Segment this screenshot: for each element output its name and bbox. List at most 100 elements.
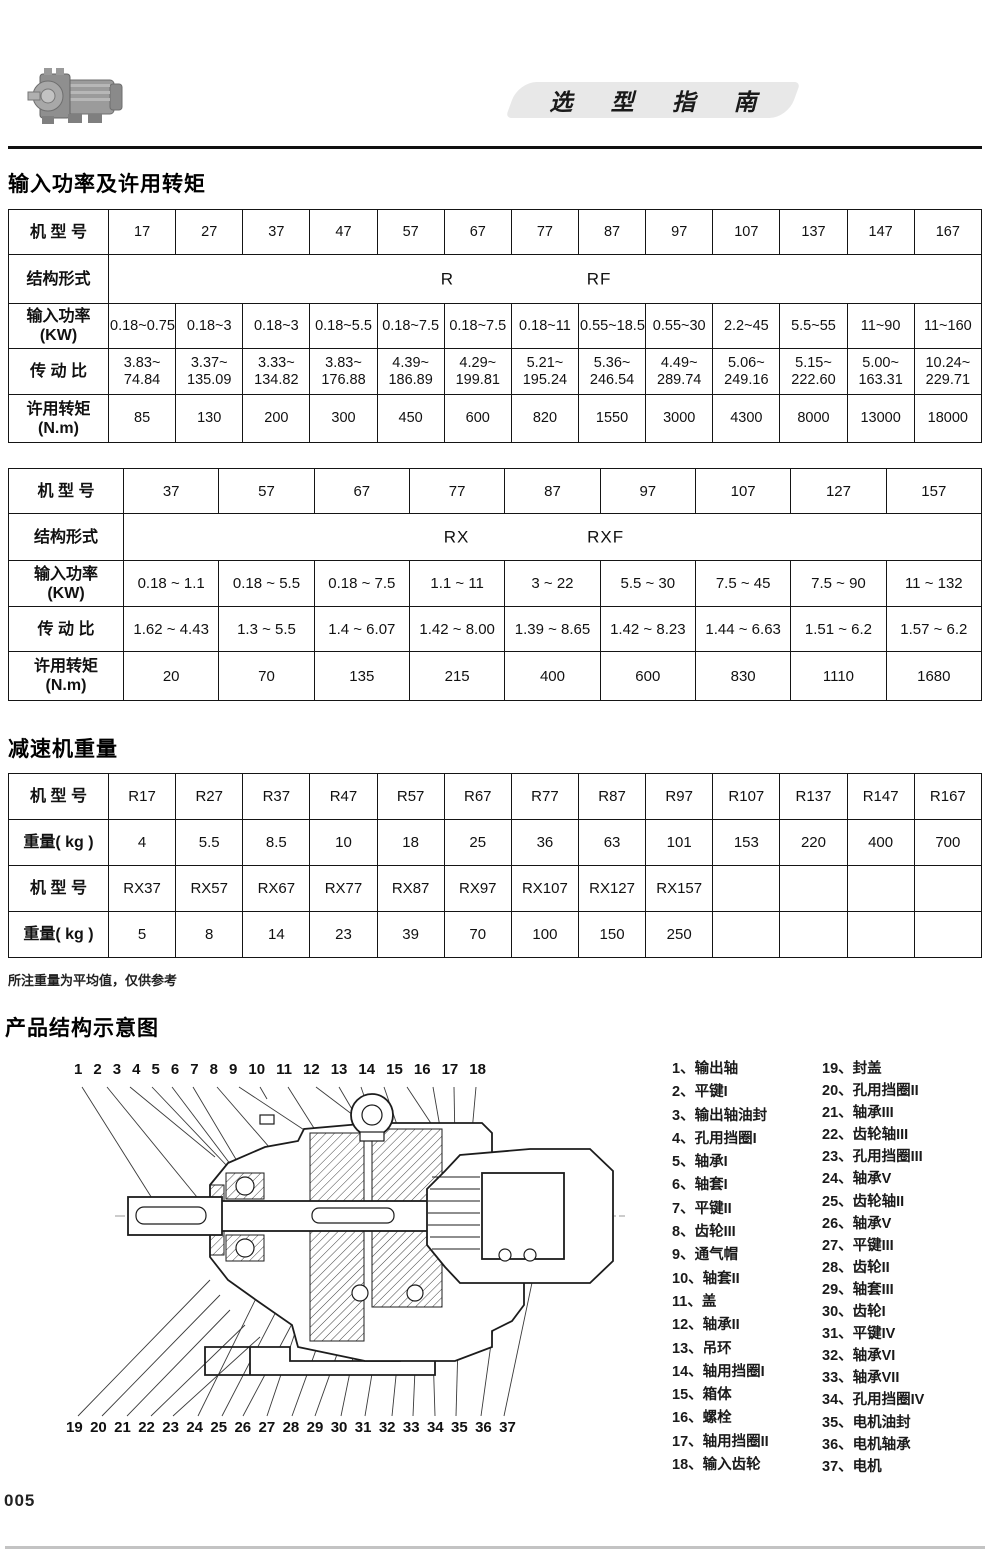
- table-cell: 101: [645, 819, 714, 866]
- table-cell: 200: [242, 394, 311, 443]
- table-cell: 37: [122, 468, 220, 514]
- table-cell: R37: [242, 773, 311, 820]
- table-cell: 11 ~ 132: [885, 560, 983, 607]
- table-cell: 4.29~ 199.81: [443, 348, 512, 395]
- table-cell: 18: [376, 819, 445, 866]
- part-number-label: 14: [358, 1061, 376, 1078]
- table-cell: 4300: [712, 394, 781, 443]
- section-banner: 选 型 指 南: [505, 82, 801, 118]
- part-number-label: 6: [170, 1061, 180, 1078]
- row-label: 机 型 号: [8, 773, 109, 820]
- parts-list-item: 35、电机油封: [822, 1414, 911, 1431]
- table-cell: 157: [885, 468, 983, 514]
- part-number-label: 33: [402, 1419, 420, 1436]
- table-cell: 153: [712, 819, 781, 866]
- table-cell: 5.06~ 249.16: [712, 348, 781, 395]
- table-cell: 137: [779, 209, 848, 255]
- header-rule: [8, 146, 982, 149]
- table-cell: 3.33~ 134.82: [242, 348, 311, 395]
- parts-list-item: 1、输出轴: [672, 1061, 739, 1077]
- table-cell: 600: [443, 394, 512, 443]
- table-cell: 97: [645, 209, 714, 255]
- structure-type-right: RXF: [587, 527, 625, 547]
- table-cell: [779, 911, 848, 958]
- parts-list-item: 2、平键I: [672, 1084, 728, 1101]
- structure-type-left: R: [440, 269, 454, 289]
- part-number-label: 30: [330, 1419, 348, 1436]
- part-number-label: 13: [330, 1061, 348, 1078]
- parts-list-item: 11、盖: [672, 1293, 717, 1310]
- table-cell: 0.18 ~ 7.5: [313, 560, 410, 607]
- table-cell: R67: [443, 773, 512, 820]
- table-cell: 3.83~ 74.84: [107, 348, 177, 395]
- row-label: 输入功率 (KW): [8, 303, 109, 349]
- parts-list-item: 21、轴承III: [822, 1105, 894, 1122]
- table-cell: 57: [218, 468, 315, 514]
- table-cell: 18000: [913, 394, 983, 443]
- parts-list-item: 25、齿轮轴II: [822, 1193, 905, 1210]
- table-cell: 5.5: [175, 819, 244, 866]
- table-cell: RX107: [510, 865, 579, 912]
- structure-type-right: RF: [586, 269, 612, 289]
- table-cell: R87: [577, 773, 647, 820]
- table-cell: 0.55~30: [645, 303, 714, 349]
- table-cell: 700: [913, 819, 983, 866]
- table-cell: RX127: [577, 865, 647, 912]
- row-label: 结构形式: [8, 254, 109, 304]
- table-cell: 1.1 ~ 11: [408, 560, 506, 607]
- table-cell: 400: [846, 819, 915, 866]
- table-cell: 70: [218, 651, 315, 701]
- table-cell: RX157: [645, 865, 714, 912]
- parts-list-item: 8、齿轮III: [672, 1224, 736, 1241]
- table-cell: 3 ~ 22: [504, 560, 601, 607]
- table-cell: 830: [694, 651, 792, 701]
- row-label: 许用转矩 (N.m): [8, 394, 109, 443]
- weight-note: 所注重量为平均值，仅供参考: [8, 973, 178, 988]
- banner-title: 选 型 指 南: [549, 89, 773, 115]
- gearmotor-photo: [27, 68, 123, 124]
- table-cell: 87: [504, 468, 601, 514]
- part-number-label: 3: [112, 1061, 122, 1078]
- parts-list-item: 23、孔用挡圈III: [822, 1149, 923, 1166]
- table-cell: 27: [175, 209, 244, 255]
- table-cell: 1.42 ~ 8.23: [599, 606, 696, 652]
- table-cell: 1680: [885, 651, 983, 701]
- row-label: 输入功率 (KW): [8, 560, 124, 607]
- table-cell: 97: [599, 468, 696, 514]
- table-cell: 300: [309, 394, 378, 443]
- table-cell: 4.39~ 186.89: [376, 348, 445, 395]
- part-number-label: 18: [469, 1061, 486, 1078]
- table-cell: 1110: [790, 651, 887, 701]
- table-cell: 135: [313, 651, 410, 701]
- table-cell: 1.51 ~ 6.2: [790, 606, 887, 652]
- structure-type-left: RX: [443, 527, 470, 547]
- table-cell: 36: [510, 819, 579, 866]
- part-number-label: 1: [74, 1061, 83, 1078]
- table-cell: [712, 865, 781, 912]
- table-cell: 11~90: [846, 303, 915, 349]
- parts-list-item: 28、齿轮II: [822, 1259, 890, 1276]
- part-number-label: 31: [354, 1419, 372, 1436]
- footer-bar: [5, 1546, 985, 1549]
- table-cell: R167: [913, 773, 983, 820]
- parts-list-item: 29、轴套III: [822, 1281, 894, 1298]
- table-cell: 0.18~7.5: [376, 303, 445, 349]
- table-cell: RX37: [107, 865, 177, 912]
- parts-list-item: 17、轴用挡圈II: [672, 1433, 769, 1450]
- parts-list-item: 18、输入齿轮: [672, 1457, 761, 1474]
- table-cell: 250: [645, 911, 714, 958]
- table-cell: 0.18 ~ 1.1: [122, 560, 220, 607]
- table-cell: 17: [107, 209, 177, 255]
- part-number-label: 26: [234, 1419, 252, 1436]
- table-cell: 5.15~ 222.60: [779, 348, 848, 395]
- table-cell: 7.5 ~ 45: [694, 560, 792, 607]
- part-number-label: 5: [151, 1061, 160, 1078]
- row-label: 重量( kg ): [8, 819, 109, 866]
- table-cell: 1.57 ~ 6.2: [885, 606, 983, 652]
- structure-type-cell: RX RXF: [123, 513, 982, 561]
- table-cell: 0.18~7.5: [443, 303, 512, 349]
- table-cell: R107: [712, 773, 781, 820]
- table-cell: 5.5 ~ 30: [599, 560, 696, 607]
- table-cell: 63: [577, 819, 647, 866]
